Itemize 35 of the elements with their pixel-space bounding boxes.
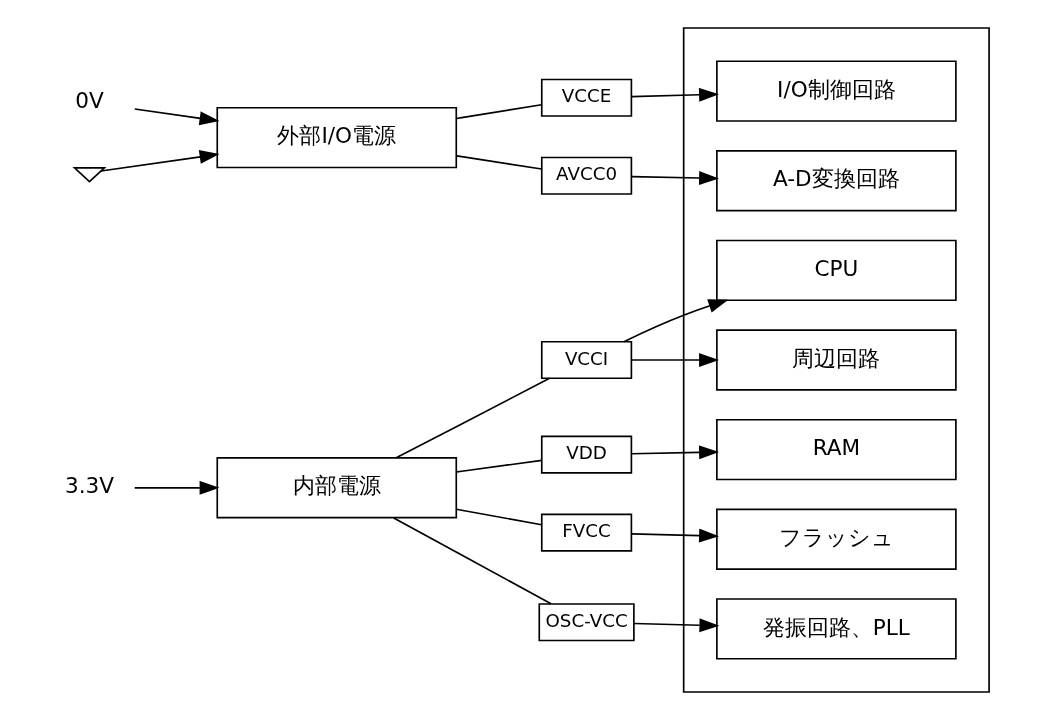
- node-box: VCCI: [540, 340, 633, 380]
- node-ground: [72, 167, 107, 183]
- node-box: AVCC0: [540, 156, 633, 195]
- node-text: 3.3V: [64, 473, 114, 499]
- node-box: 外部I/O電源: [216, 106, 458, 169]
- node-box: VCCE: [540, 78, 633, 117]
- arrow: [633, 618, 720, 633]
- connector: [392, 517, 552, 605]
- node-box: VDD: [540, 435, 633, 474]
- arrow: [100, 150, 220, 172]
- node-box: RAM: [716, 418, 957, 481]
- node-text: 0V: [75, 88, 104, 114]
- connector: [455, 508, 543, 526]
- node-box: FVCC: [540, 513, 633, 552]
- arrow: [630, 445, 719, 460]
- node-box: フラッシュ: [716, 508, 957, 570]
- node-box: 発振回路、PLL: [716, 598, 957, 660]
- arrow: [630, 87, 719, 102]
- node-box: 内部電源: [216, 457, 458, 519]
- connector: [455, 459, 543, 473]
- node-box: A-D変換回路: [716, 150, 957, 212]
- node-box: OSC-VCC: [538, 603, 635, 642]
- arrow: [630, 353, 719, 367]
- arrow: [133, 108, 220, 126]
- arrow: [630, 171, 719, 185]
- node-box: CPU: [716, 239, 957, 302]
- cluster: [682, 27, 990, 693]
- connector: [455, 155, 543, 170]
- connector: [395, 377, 551, 459]
- node-box: I/O制御回路: [716, 60, 957, 122]
- arrow: [133, 480, 220, 495]
- node-box: 周辺回路: [716, 329, 957, 391]
- connector: [455, 103, 543, 120]
- arrow: [623, 299, 729, 343]
- arrow: [630, 528, 719, 543]
